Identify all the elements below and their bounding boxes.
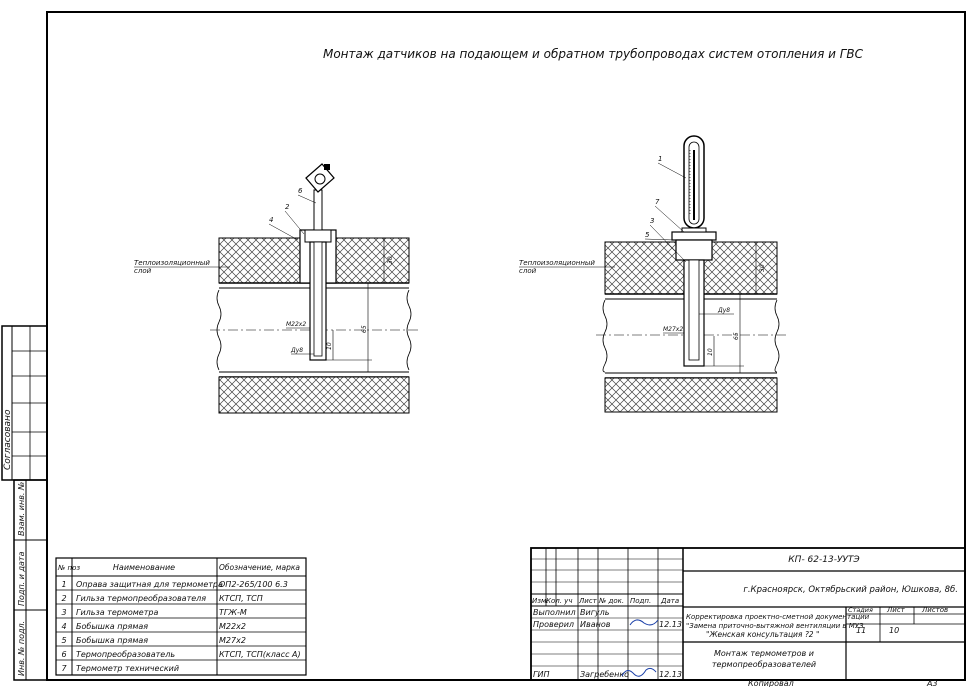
svg-text:Взам. инв. №: Взам. инв. № — [17, 482, 26, 536]
spec-row-name: Бобышка прямая — [76, 622, 148, 631]
spec-row-name: Гильза термометра — [76, 608, 158, 617]
insulation-bottom-left — [218, 376, 410, 414]
svg-text:5: 5 — [645, 231, 650, 239]
svg-text:Выполнил: Выполнил — [533, 608, 576, 617]
svg-text:слой: слой — [519, 267, 537, 275]
svg-text:Загребенко: Загребенко — [580, 670, 629, 679]
svg-text:Монтаж термометров и: Монтаж термометров и — [714, 649, 814, 658]
svg-text:Лист: Лист — [578, 597, 598, 605]
svg-text:1: 1 — [658, 155, 662, 163]
svg-text:Подп. и дата: Подп. и дата — [17, 551, 26, 606]
right-assembly: 30 65 10 Ду8 М27х2 1 7 3 5 Теплоизоляцио… — [519, 135, 786, 413]
side-stamp: Согласовано Взам. инв. № Подп. и дата Ин… — [1, 325, 48, 681]
svg-text:"Замена приточно-вытяжной вент: "Замена приточно-вытяжной вентиляции в М… — [686, 622, 864, 630]
spec-row-name: Гильза термопреобразователя — [76, 594, 206, 603]
spec-row-mark: ОП2-265/100 6.3 — [219, 580, 288, 589]
svg-text:Лист: Лист — [886, 606, 906, 614]
format-label: А3 — [926, 679, 938, 687]
svg-text:№ док.: № док. — [598, 597, 624, 605]
spec-row-mark: КТСП, ТСП(класс А) — [219, 650, 301, 659]
svg-text:11: 11 — [856, 626, 866, 635]
title-block: Изм. Кол. уч Лист № док. Подп. Дата Выпо… — [530, 547, 966, 681]
svg-text:2: 2 — [285, 203, 290, 211]
spec-row-pos: 3 — [61, 608, 66, 617]
svg-text:Вигуль: Вигуль — [580, 608, 610, 617]
svg-text:Корректировка проектно-сметной: Корректировка проектно-сметной документа… — [686, 613, 870, 621]
spec-row-mark: М22х2 — [219, 622, 246, 631]
svg-text:Листов: Листов — [921, 606, 948, 614]
spec-row-pos: 2 — [61, 594, 66, 603]
spec-row-pos: 5 — [61, 636, 66, 645]
svg-text:Теплоизоляционный: Теплоизоляционный — [519, 259, 595, 267]
svg-text:6: 6 — [298, 187, 303, 195]
spec-row-pos: 4 — [61, 622, 66, 631]
svg-text:Изм.: Изм. — [532, 597, 548, 605]
svg-text:3: 3 — [650, 217, 654, 225]
svg-text:30: 30 — [387, 256, 394, 264]
svg-text:Согласовано: Согласовано — [3, 409, 13, 470]
svg-text:12.13: 12.13 — [659, 670, 682, 679]
insulation-bottom-right — [604, 377, 778, 413]
svg-text:ГИП: ГИП — [533, 670, 549, 679]
svg-text:Кол. уч: Кол. уч — [546, 597, 572, 605]
svg-text:Подп.: Подп. — [630, 597, 651, 605]
address: г.Красноярск, Октябрьский район, Юшкова,… — [743, 585, 958, 595]
svg-text:термопреобразователей: термопреобразователей — [712, 660, 816, 669]
svg-text:М27х2: М27х2 — [663, 326, 683, 333]
svg-text:65: 65 — [361, 325, 368, 333]
copied-label: Копировал — [748, 679, 794, 687]
doc-code: КП- 62-13-УУТЭ — [788, 555, 860, 565]
spec-row-name: Термопреобразователь — [76, 650, 175, 659]
svg-text:Инв. № подл.: Инв. № подл. — [17, 621, 26, 676]
svg-text:Проверил: Проверил — [533, 620, 574, 629]
svg-text:Дата: Дата — [660, 597, 679, 605]
svg-text:10: 10 — [889, 626, 899, 635]
spec-row-pos: 6 — [61, 650, 66, 659]
spec-row-name: Бобышка прямая — [76, 636, 148, 645]
svg-text:Иванов: Иванов — [580, 620, 611, 629]
spec-row-pos: 1 — [61, 580, 66, 589]
svg-text:Теплоизоляционный: Теплоизоляционный — [134, 259, 210, 267]
spec-row-name: Термометр технический — [76, 664, 179, 673]
svg-text:Стадия: Стадия — [848, 606, 873, 614]
spec-row-mark: КТСП, ТСП — [219, 594, 263, 603]
spec-table: № поз Наименование Обозначение, марка 1 … — [55, 557, 307, 676]
spec-header-name: Наименование — [113, 563, 175, 572]
spec-row-mark: М27х2 — [219, 636, 246, 645]
spec-row-mark: ТГЖ-М — [219, 608, 247, 617]
svg-text:4: 4 — [269, 216, 273, 224]
svg-text:12.13: 12.13 — [659, 620, 682, 629]
svg-text:10: 10 — [707, 348, 714, 356]
svg-text:"Женская консультация ?2 ": "Женская консультация ?2 " — [706, 630, 819, 639]
left-assembly: 30 65 10 М22х2 Ду8 6 2 4 Теплоизоляционн… — [134, 163, 418, 414]
signature-icon — [629, 619, 659, 626]
svg-text:М22х2: М22х2 — [286, 321, 306, 328]
svg-text:7: 7 — [655, 198, 660, 206]
spec-row-name: Оправа защитная для термометра — [76, 580, 223, 589]
signature-icon — [621, 667, 657, 677]
svg-text:10: 10 — [326, 342, 333, 350]
spec-header-pos: № поз — [57, 564, 80, 572]
svg-text:Ду8: Ду8 — [717, 307, 730, 314]
drawing-title: Монтаж датчиков на подающем и обратном т… — [323, 47, 864, 61]
svg-text:65: 65 — [733, 332, 740, 340]
spec-row-pos: 7 — [61, 664, 67, 673]
svg-text:Ду8: Ду8 — [290, 347, 303, 354]
svg-text:слой: слой — [134, 267, 152, 275]
svg-text:30: 30 — [759, 264, 766, 272]
spec-header-mark: Обозначение, марка — [219, 563, 300, 572]
